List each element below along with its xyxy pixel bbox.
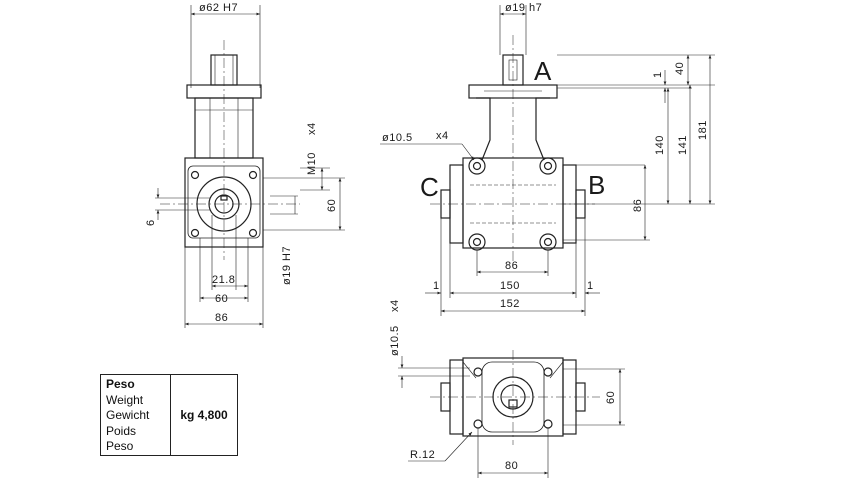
dim-thread: M10 bbox=[306, 152, 318, 175]
dim-bottom-60: 60 bbox=[605, 391, 617, 404]
dim-front-1: 1 bbox=[652, 71, 664, 78]
dim-front-150: 150 bbox=[500, 280, 520, 292]
dim-front-152: 152 bbox=[500, 298, 520, 310]
weight-label-de: Gewicht bbox=[106, 408, 150, 422]
bottom-view bbox=[398, 350, 625, 478]
dim-side-shaft-dia: ø62 H7 bbox=[199, 2, 238, 14]
shaft-label-b: B bbox=[588, 170, 605, 200]
dim-front-140: 140 bbox=[654, 135, 666, 155]
dim-front-1-right: 1 bbox=[587, 280, 594, 292]
dim-bottom-hole-dia: ø10.5 bbox=[389, 325, 401, 356]
dim-bottom-80: 80 bbox=[505, 460, 518, 472]
dim-side-60: 60 bbox=[215, 293, 228, 305]
dim-front-86: 86 bbox=[505, 260, 518, 272]
dim-side-bore: ø19 H7 bbox=[281, 246, 293, 285]
shaft-label-c: C bbox=[420, 172, 439, 202]
dim-front-181: 181 bbox=[697, 120, 709, 140]
weight-value: kg 4,800 bbox=[180, 408, 228, 422]
weight-label-en: Weight bbox=[106, 392, 144, 407]
dim-top-shaft-dia: ø19 h7 bbox=[505, 2, 542, 14]
weight-labels: Peso Weight Gewicht Poids Peso bbox=[101, 375, 171, 455]
dim-bottom-hole-qty: x4 bbox=[389, 299, 401, 312]
dim-side-6: 6 bbox=[145, 219, 157, 226]
dim-front-40: 40 bbox=[674, 62, 686, 75]
side-view bbox=[155, 5, 345, 328]
weight-label-it: Peso bbox=[106, 377, 135, 391]
front-view bbox=[380, 5, 715, 316]
dim-front-141: 141 bbox=[677, 135, 689, 155]
dim-thread-qty: x4 bbox=[306, 122, 318, 135]
dim-front-86-vertical: 86 bbox=[632, 199, 644, 212]
weight-label-es: Peso bbox=[106, 439, 134, 453]
dim-front-hole-qty: x4 bbox=[436, 130, 449, 142]
dim-front-hole-dia: ø10.5 bbox=[382, 132, 413, 144]
dim-bottom-radius: R.12 bbox=[410, 449, 435, 461]
dim-front-1-left: 1 bbox=[433, 280, 440, 292]
weight-label-fr: Poids bbox=[106, 423, 137, 438]
dim-side-86: 86 bbox=[215, 312, 228, 324]
dim-side-21-8: 21.8 bbox=[212, 274, 235, 286]
dim-side-60-vertical: 60 bbox=[326, 199, 338, 212]
weight-box: Peso Weight Gewicht Poids Peso kg 4,800 bbox=[100, 374, 238, 456]
shaft-label-a: A bbox=[534, 56, 552, 86]
